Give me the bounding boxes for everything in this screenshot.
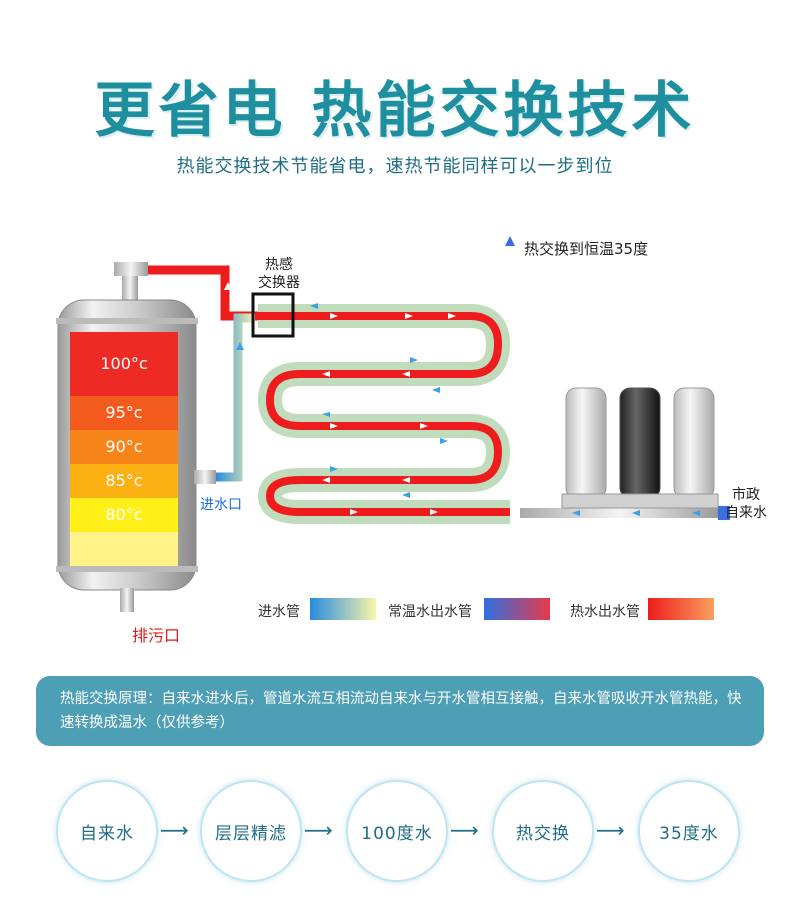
info-text: 热能交换原理：自来水进水后，管道水流互相流动自来水与开水管相互接触，自来水管吸收… [60, 691, 742, 731]
flow-arrow-icon: ⟶ [596, 818, 625, 842]
legend-swatch-inlet [310, 598, 376, 620]
flow-step-label: 35度水 [659, 823, 719, 844]
flow-step-label: 层层精滤 [215, 823, 287, 844]
filter-flow-arrows [572, 510, 700, 516]
outlet-arrow-icon [505, 236, 515, 246]
flow-step-label: 自来水 [80, 823, 134, 844]
temperature-layers [70, 332, 178, 566]
temp-label-100: 100°c [100, 354, 148, 373]
page-title: 更省电 热能交换技术 [94, 76, 696, 146]
exchanger-label-line1: 热感 [265, 257, 293, 273]
flow-step-label: 热交换 [516, 823, 570, 844]
info-box [36, 676, 764, 746]
flow-arrow-icon: ⟶ [450, 818, 479, 842]
cold-flow-arrows [236, 303, 448, 498]
city-water-label: 市政 自来水 [725, 486, 767, 522]
city-water-line2: 自来水 [725, 505, 767, 521]
flow-arrow-icon: ⟶ [304, 818, 333, 842]
exchanger-label-line2: 交换器 [258, 275, 300, 291]
legend-swatch-normal-out [484, 598, 550, 620]
filter-unit [520, 387, 730, 520]
flow-step-35-water: 35度水 [638, 780, 740, 882]
legend-label-inlet: 进水管 [258, 604, 300, 620]
flow-step-tap-water: 自来水 [56, 780, 158, 882]
hot-serpentine-pipe [258, 312, 510, 516]
inlet-pipe [216, 313, 255, 482]
temp-label-80: 80°c [105, 505, 143, 524]
inlet-label: 进水口 [200, 497, 242, 513]
legend-swatch-hot-out [648, 598, 714, 620]
city-water-line1: 市政 [732, 487, 760, 503]
drain-label: 排污口 [132, 626, 181, 645]
flow-step-label: 100度水 [361, 823, 433, 844]
temp-label-90: 90°c [105, 437, 143, 456]
flow-step-boiling-water: 100度水 [346, 780, 448, 882]
flow-arrow-icon: ⟶ [160, 818, 189, 842]
temp-layer-100 [70, 332, 178, 396]
legend-label-hot-out: 热水出水管 [570, 604, 640, 620]
temp-layer-base [70, 532, 178, 566]
page-subtitle: 热能交换技术节能省电，速热节能同样可以一步到位 [176, 156, 614, 177]
filter-2 [619, 387, 661, 499]
temp-layer-85 [70, 464, 178, 498]
filter-3 [673, 387, 715, 499]
temp-layer-95 [70, 396, 178, 430]
exchanger-label: 热感 交换器 [258, 256, 300, 292]
flow-step-heat-exchange: 热交换 [492, 780, 594, 882]
hot-exchange-label: 热交换到恒温35度 [524, 240, 649, 258]
flow-step-filtration: 层层精滤 [200, 780, 302, 882]
legend-label-normal-out: 常温水出水管 [388, 604, 472, 620]
heat-exchange-diagram [56, 236, 730, 612]
temp-label-85: 85°c [105, 471, 143, 490]
flow-arrows [224, 282, 456, 515]
temp-layer-80 [70, 498, 178, 532]
temp-layer-90 [70, 430, 178, 464]
temp-label-95: 95°c [105, 403, 143, 422]
filter-1 [565, 387, 607, 499]
heat-exchanger-box [251, 292, 295, 338]
